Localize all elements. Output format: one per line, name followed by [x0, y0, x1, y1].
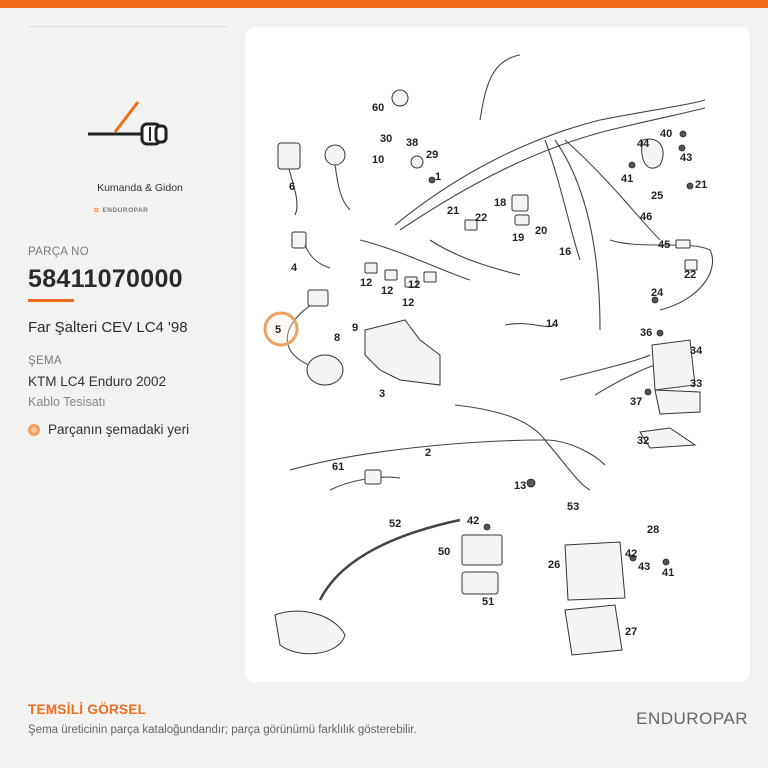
callout-13: 13 [514, 480, 526, 492]
highlight-marker-icon [28, 423, 40, 436]
callout-19: 19 [512, 232, 524, 244]
callout-30: 30 [380, 133, 392, 145]
diagram-card: 60 30 38 29 10 1 6 40 44 43 41 25 21 18 … [245, 27, 750, 682]
callout-29: 29 [426, 149, 438, 161]
callout-41b: 41 [662, 567, 674, 579]
callout-12d: 12 [402, 297, 414, 309]
accent-underline [28, 299, 74, 302]
callout-33: 33 [690, 378, 702, 390]
brand-mini-logo: ≈ ENDUROPAR [94, 205, 174, 215]
brand-mini-text: ENDUROPAR [102, 206, 149, 214]
schema-label: ŞEMA [28, 355, 62, 367]
callout-41: 41 [621, 173, 633, 185]
callout-20: 20 [535, 225, 547, 237]
part-number: 58411070000 [28, 265, 183, 293]
callout-50: 50 [438, 546, 450, 558]
callout-32: 32 [637, 435, 649, 447]
callout-24: 24 [651, 287, 664, 299]
callout-4: 4 [291, 262, 298, 274]
callout-43b: 43 [638, 561, 650, 573]
callout-34: 34 [690, 345, 703, 357]
callout-8: 8 [334, 332, 340, 344]
schema-section: Kablo Tesisatı [28, 395, 106, 409]
callout-21: 21 [695, 179, 707, 191]
callout-6: 6 [289, 181, 295, 193]
footer-title: TEMSİLİ GÖRSEL [28, 702, 147, 717]
callout-25: 25 [651, 190, 663, 202]
callout-26: 26 [548, 559, 560, 571]
callout-38: 38 [406, 137, 418, 149]
callout-45: 45 [658, 239, 670, 251]
callout-12b: 12 [381, 285, 393, 297]
callout-22b: 22 [684, 269, 696, 281]
callout-18: 18 [494, 197, 506, 209]
callout-36: 36 [640, 327, 652, 339]
callout-44: 44 [637, 138, 650, 150]
callout-14: 14 [546, 318, 559, 330]
legend: Parçanın şemadaki yeri [28, 422, 189, 437]
footer-note: Şema üreticinin parça kataloğundandır; p… [28, 724, 417, 736]
callout-22: 22 [475, 212, 487, 224]
brand-z-icon: ≈ [94, 205, 100, 215]
legend-text: Parçanın şemadaki yeri [48, 422, 190, 437]
callout-12a: 12 [360, 277, 372, 289]
top-divider [28, 26, 228, 27]
callout-43: 43 [680, 152, 692, 164]
part-no-label: PARÇA NO [28, 246, 89, 258]
callout-42: 42 [467, 515, 479, 527]
callout-12c: 12 [408, 279, 420, 291]
callout-21b: 21 [447, 205, 459, 217]
callout-40: 40 [660, 128, 672, 140]
part-name: Far Şalteri CEV LC4 '98 [28, 319, 188, 336]
callout-28: 28 [647, 524, 659, 536]
callout-16: 16 [559, 246, 571, 258]
callout-51: 51 [482, 596, 494, 608]
callout-3: 3 [379, 388, 385, 400]
schema-model: KTM LC4 Enduro 2002 [28, 374, 167, 389]
highlight-circle-5 [263, 311, 299, 347]
callout-5: 5 [275, 324, 281, 336]
top-accent-bar [0, 0, 768, 8]
callout-9: 9 [352, 322, 358, 334]
callout-61: 61 [332, 461, 344, 473]
callout-27: 27 [625, 626, 637, 638]
callout-60: 60 [372, 102, 384, 114]
wiring-diagram: 60 30 38 29 10 1 6 40 44 43 41 25 21 18 … [263, 54, 714, 656]
category-name: Kumanda & Gidon [97, 182, 183, 194]
callout-46: 46 [640, 211, 652, 223]
callout-1: 1 [435, 171, 441, 183]
callout-42b: 42 [625, 548, 637, 560]
handlebar-switch-icon [88, 101, 168, 146]
callout-53: 53 [567, 501, 579, 513]
callout-52: 52 [389, 518, 401, 530]
callout-10: 10 [372, 154, 384, 166]
callout-37: 37 [630, 396, 642, 408]
callout-2: 2 [425, 447, 431, 459]
footer-brand: ENDUROPAR [636, 709, 748, 728]
